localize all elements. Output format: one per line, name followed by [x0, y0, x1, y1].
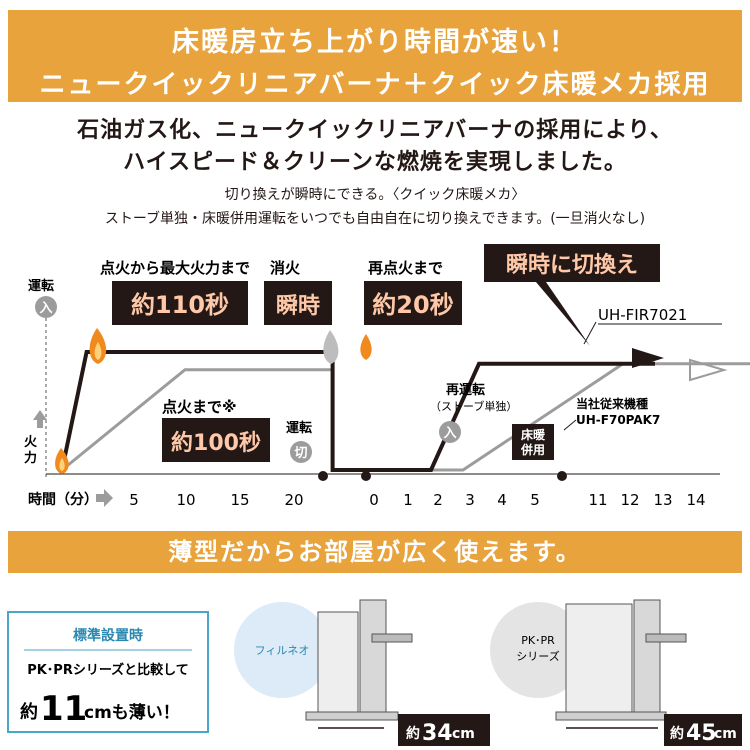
ignite-value: 約100秒 — [171, 430, 261, 456]
point-off — [318, 471, 328, 481]
to-max-label: 点火から最大火力まで — [100, 259, 250, 277]
x-tick-label: 5 — [530, 491, 540, 509]
run-off-text: 切 — [294, 446, 307, 461]
product-b-wall — [633, 599, 661, 713]
x-tick-label: 3 — [465, 491, 475, 509]
thickness-comparison: 標準設置時 PK･PRシリーズと比較して 約 11 cmも薄い！ フィルネオ 約… — [7, 599, 742, 746]
reignite-label: 再点火まで — [368, 259, 443, 277]
product-a-name: フィルネオ — [255, 644, 310, 657]
x-tick-label: 4 — [497, 491, 507, 509]
product-b-size-unit: cm — [714, 726, 737, 742]
x-tick-label: 14 — [686, 491, 705, 509]
run-on-badge — [35, 296, 57, 318]
to-max-value: 約110秒 — [131, 291, 229, 319]
note-line-1: 切り換えが瞬時にできる。〈クイック床暖メカ〉 — [224, 187, 526, 203]
product-b-circle — [490, 602, 586, 698]
ignite-label: 点火まで※ — [162, 398, 237, 416]
flame-icon — [55, 448, 69, 474]
product-b-name-1: PK･PR — [521, 634, 555, 647]
mid-banner: 薄型だからお部屋が広く使えます。 — [8, 531, 742, 573]
up-arrow-icon — [33, 410, 47, 428]
old-model-label-2: UH-F70PAK7 — [576, 413, 660, 427]
point-restart — [361, 471, 371, 481]
y-label-2: 力 — [24, 450, 37, 466]
product-a-size-num: 34 — [422, 721, 453, 746]
product-a-circle — [234, 602, 330, 698]
run-label: 運転 — [28, 278, 54, 294]
extinguish-box — [264, 281, 332, 325]
run-on-text: 入 — [39, 301, 52, 316]
extinguish-label: 消火 — [270, 259, 301, 277]
product-a-wall — [359, 599, 387, 713]
comparison-number: 11 — [40, 689, 87, 729]
banner-title: 床暖房立ち上がり時間が速い！ — [172, 27, 578, 58]
to-max-box — [112, 281, 248, 325]
rerun-on-badge — [439, 421, 461, 443]
floor-box — [512, 424, 554, 460]
right-arrow-icon — [96, 489, 113, 507]
x-tick-label: 0 — [369, 491, 379, 509]
y-label-1: 火 — [24, 435, 38, 450]
gray-flame-icon — [323, 330, 339, 364]
product-b-size-num: 45 — [686, 721, 717, 746]
run-off-label: 運転 — [286, 420, 312, 436]
flame-icon — [89, 328, 107, 364]
comparison-line-1: PK･PRシリーズと比較して — [27, 662, 189, 678]
x-tick-label: 10 — [176, 491, 195, 509]
note-line-2: ストーブ単独・床暖併用運転をいつでも自由自在に切り換えできます。(一旦消火なし) — [104, 211, 646, 227]
comparison-post: cmも薄い！ — [84, 702, 180, 723]
x-tick-label: 2 — [433, 491, 443, 509]
run-off-badge — [290, 441, 312, 463]
product-a-size-unit: cm — [452, 726, 475, 742]
top-banner: 床暖房立ち上がり時間が速い！ ニュークイックリニアバーナ＋クイック床暖メカ採用 — [8, 10, 742, 102]
old-model-arrowhead — [689, 358, 728, 382]
model-new-label: UH-FIR7021 — [598, 306, 687, 324]
switch-label: 瞬時に切換え — [506, 252, 638, 278]
reignite-value: 約20秒 — [372, 291, 453, 319]
floor-label-1: 床暖 — [521, 427, 546, 442]
intro-line-1: 石油ガス化、ニュークイックリニアバーナの採用により、 — [77, 118, 673, 143]
x-tick-label: 20 — [284, 491, 303, 509]
old-model-label-1: 当社従来機種 — [576, 396, 648, 411]
product-b-heater — [565, 603, 633, 713]
rerun-label-2: （ストーブ単独） — [430, 399, 517, 413]
product-a-size-box — [398, 714, 490, 746]
x-tick-label: 13 — [653, 491, 672, 509]
reignite-box — [364, 281, 462, 325]
x-tick-label: 12 — [620, 491, 639, 509]
rerun-label-1: 再運転 — [446, 382, 485, 398]
ignite-box — [162, 418, 270, 462]
x-tick-label: 1 — [403, 491, 413, 509]
product-a-heater — [317, 611, 359, 713]
banner-subtitle: ニュークイックリニアバーナ＋クイック床暖メカ採用 — [39, 70, 711, 100]
comparison-box — [7, 611, 209, 733]
product-b-name-2: シリーズ — [516, 649, 559, 663]
product-a-size-pre: 約 — [406, 725, 420, 742]
x-tick-label: 11 — [588, 491, 607, 509]
intro-line-2: ハイスピード＆クリーンな燃焼を実現しました。 — [123, 150, 627, 175]
x-axis-label: 時間（分） — [28, 491, 98, 508]
x-tick-label: 5 — [129, 491, 139, 509]
series-line-new-model — [60, 350, 655, 472]
rerun-on-text: 入 — [443, 426, 456, 441]
point-floor — [557, 471, 567, 481]
switch-callout — [484, 244, 660, 346]
x-tick-label: 15 — [230, 491, 249, 509]
product-b-size-pre: 約 — [670, 725, 684, 742]
flame-icon — [360, 334, 372, 360]
floor-label-2: 併用 — [520, 442, 545, 457]
comparison-pre: 約 — [20, 701, 38, 723]
extinguish-value: 瞬時 — [276, 294, 320, 319]
comparison-label: 標準設置時 — [73, 627, 143, 644]
heating-time-chart: 運転 入 火 力 点火から最大火力まで 約110秒 消火 瞬時 再点火まで 約2… — [24, 244, 750, 509]
product-b-size-box — [664, 714, 742, 746]
new-model-arrowhead — [632, 348, 664, 368]
